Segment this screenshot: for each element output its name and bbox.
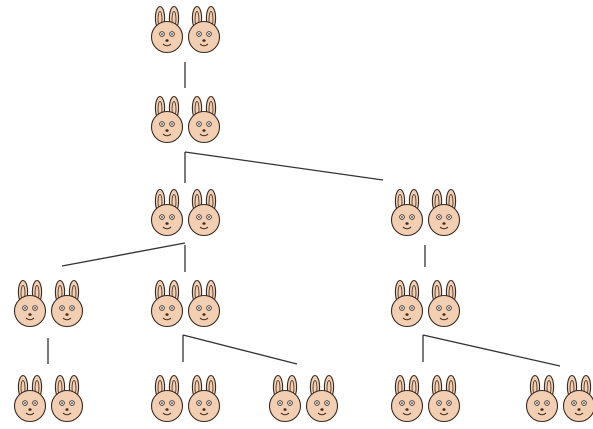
rabbit-pair (392, 281, 460, 327)
rabbit-pair (152, 190, 220, 236)
rabbit-pair (527, 376, 593, 422)
rabbit-face-icon (152, 281, 183, 327)
tree-edge (183, 335, 297, 364)
rabbit-face-icon (527, 376, 558, 422)
rabbit-face-icon (152, 376, 183, 422)
rabbit-face-icon (429, 376, 460, 422)
rabbit-face-icon (152, 190, 183, 236)
rabbit-face-icon (429, 281, 460, 327)
rabbit-face-icon (52, 281, 83, 327)
rabbit-face-icon (564, 376, 593, 422)
rabbit-face-icon (392, 281, 423, 327)
rabbit-pair (15, 281, 83, 327)
rabbit-pair (152, 97, 220, 143)
rabbit-face-icon (189, 376, 220, 422)
rabbit-face-icon (189, 7, 220, 53)
rabbit-pair (152, 7, 220, 53)
tree-nodes (15, 7, 593, 422)
rabbit-face-icon (52, 376, 83, 422)
rabbit-pair (392, 376, 460, 422)
rabbit-face-icon (189, 190, 220, 236)
rabbit-face-icon (307, 376, 338, 422)
rabbit-pair (152, 281, 220, 327)
rabbit-face-icon (270, 376, 301, 422)
rabbit-face-icon (392, 376, 423, 422)
rabbit-face-icon (189, 97, 220, 143)
rabbit-pair (392, 190, 460, 236)
rabbit-face-icon (15, 281, 46, 327)
tree-edge (185, 152, 383, 180)
rabbit-pair (270, 376, 338, 422)
tree-edge (62, 243, 185, 266)
rabbit-pair (152, 376, 220, 422)
rabbit-face-icon (392, 190, 423, 236)
rabbit-face-icon (429, 190, 460, 236)
tree-edge (423, 335, 560, 366)
tree-edges (48, 62, 560, 366)
rabbit-face-icon (189, 281, 220, 327)
rabbit-face-icon (152, 97, 183, 143)
rabbit-pair (15, 376, 83, 422)
rabbit-face-icon (152, 7, 183, 53)
rabbit-face-icon (15, 376, 46, 422)
